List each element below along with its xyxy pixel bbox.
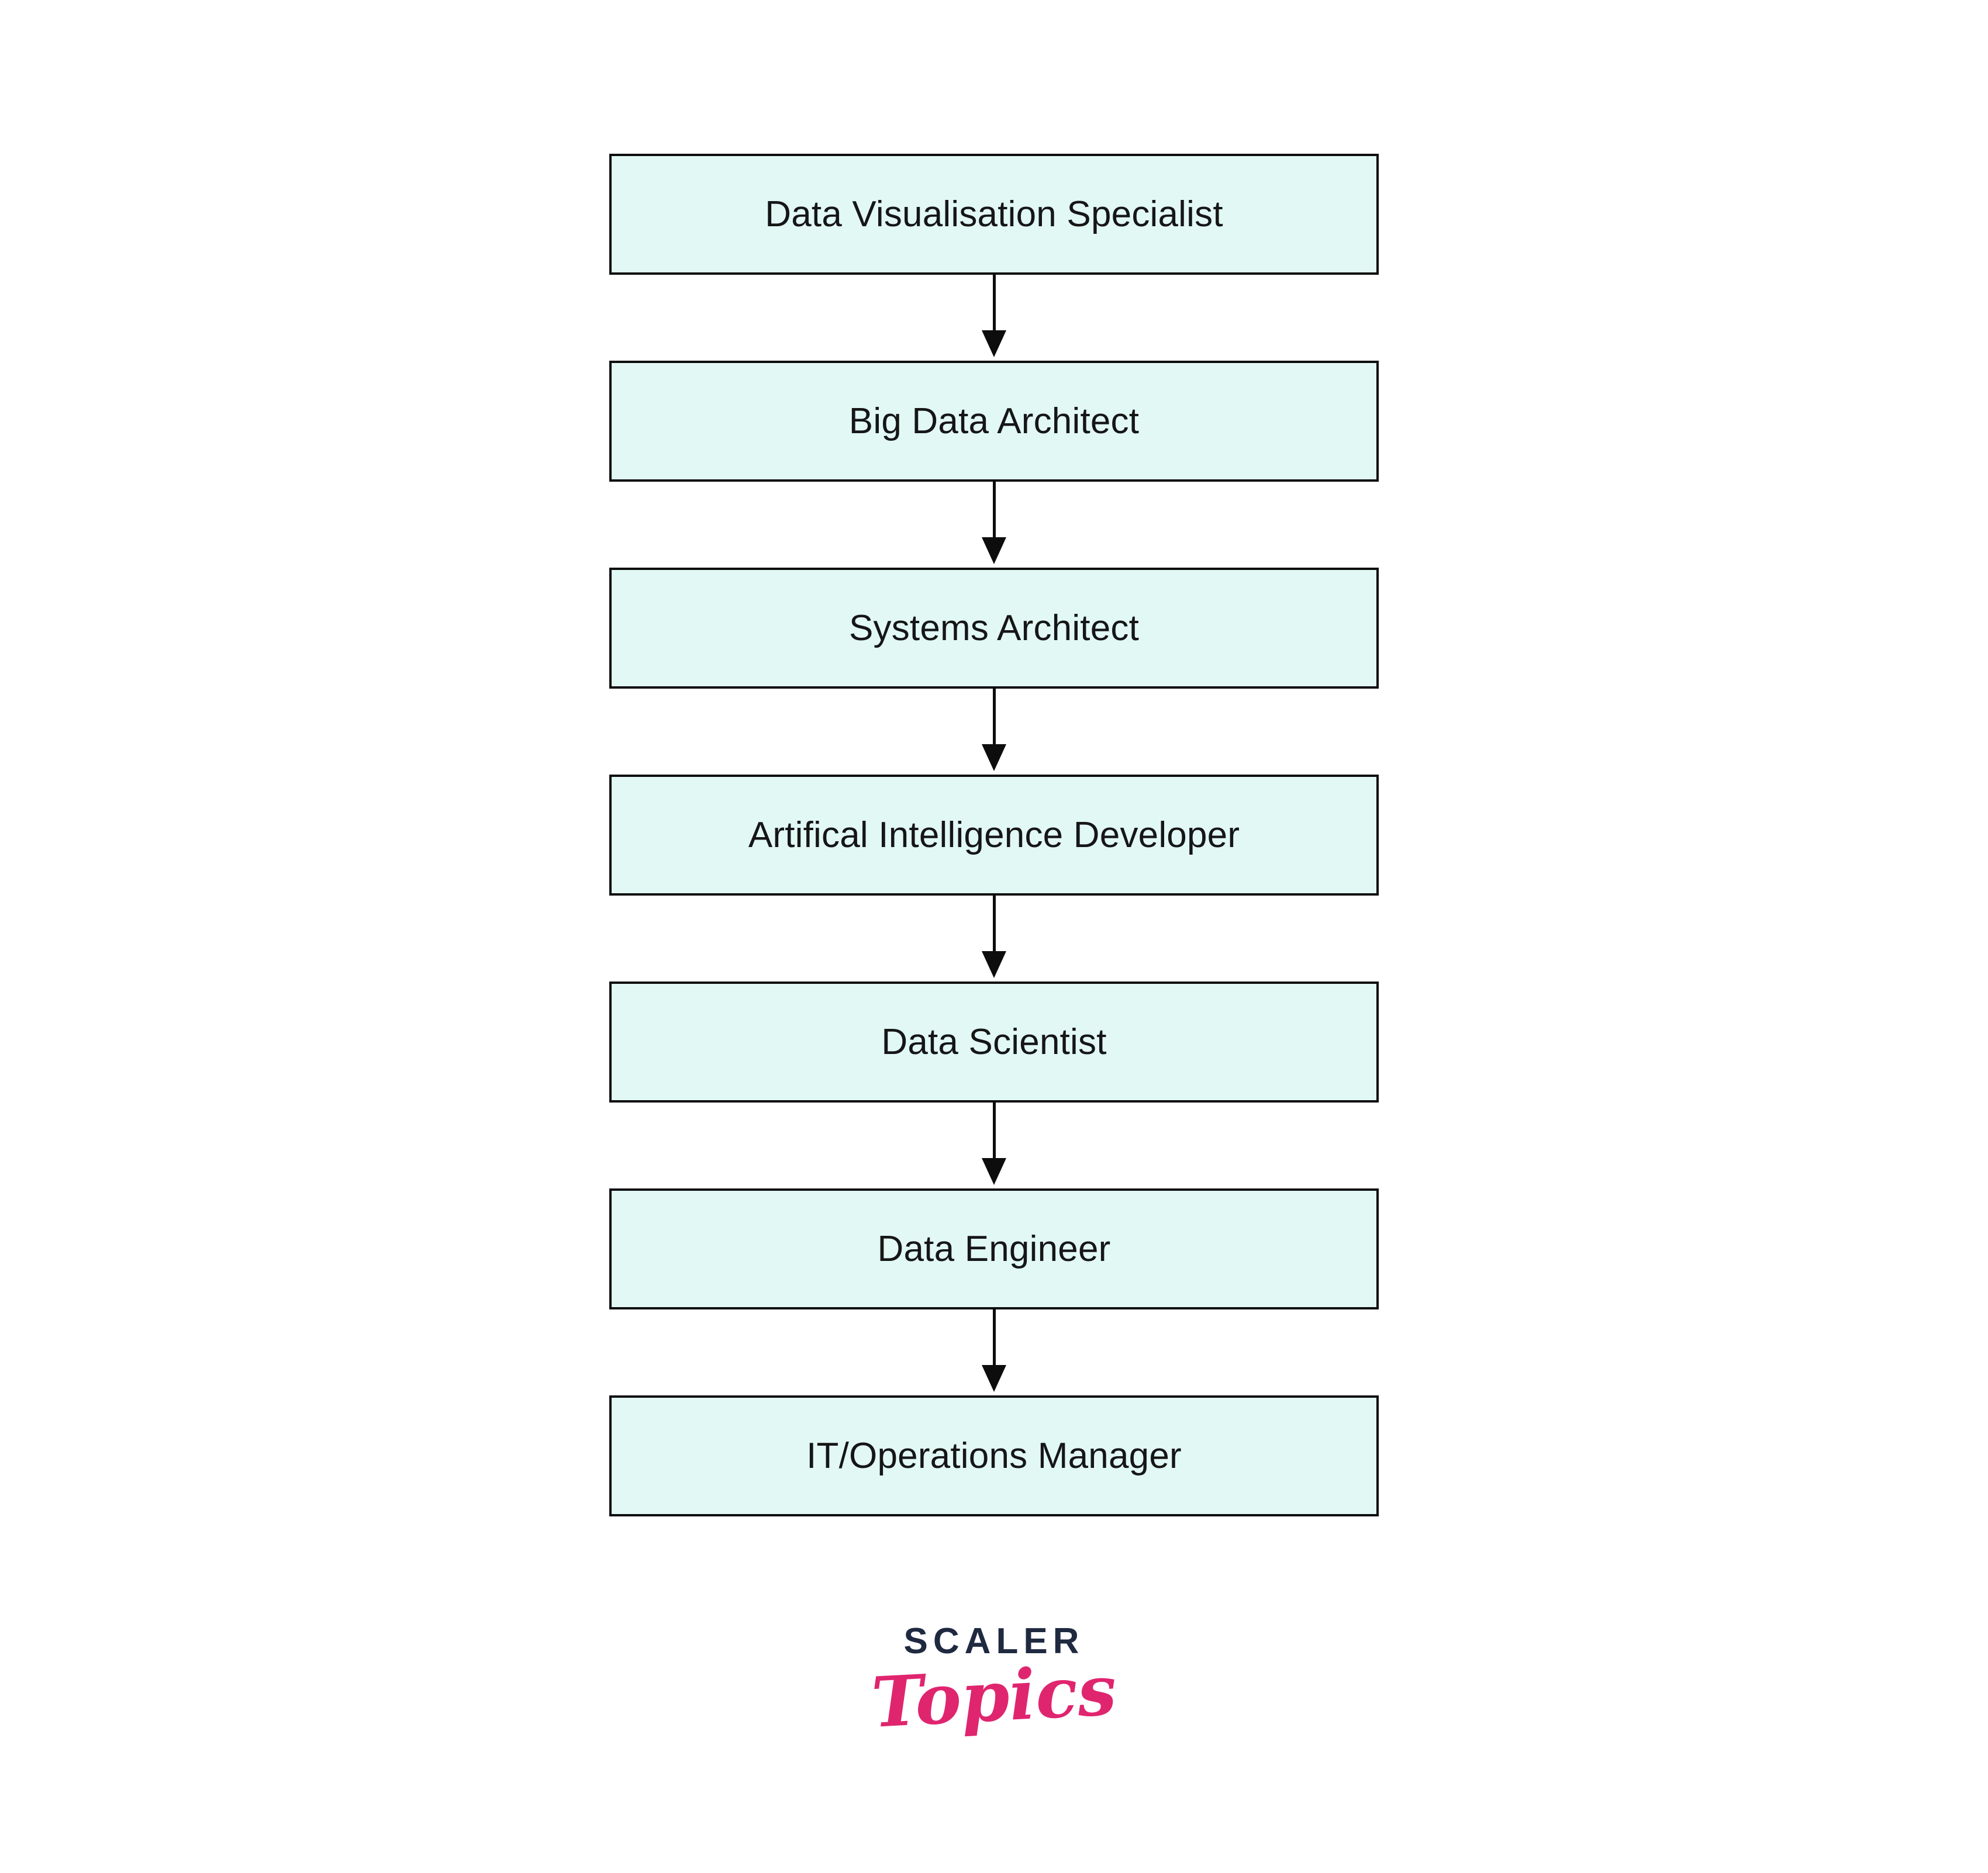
flow-node-it-operations-manager: IT/Operations Manager [609,1395,1379,1516]
node-label: Artifical Intelligence Developer [748,815,1240,855]
flowchart: Data Visualisation Specialist Big Data A… [609,154,1379,1516]
node-label: IT/Operations Manager [806,1436,1182,1476]
node-label: Data Visualisation Specialist [765,194,1223,234]
arrow-head-icon [982,330,1006,357]
flow-node-big-data-architect: Big Data Architect [609,361,1379,482]
arrow-shaft [992,896,996,951]
arrow-shaft [992,275,996,330]
down-arrow-icon [982,1103,1006,1188]
node-label: Big Data Architect [848,401,1140,441]
logo-topics-text: Topics [869,1649,1119,1743]
node-label: Data Engineer [877,1229,1111,1269]
arrow-head-icon [982,1365,1006,1392]
node-label: Data Scientist [881,1022,1107,1062]
logo-scaler-text: SCALER [903,1621,1085,1661]
arrow-shaft [992,1103,996,1158]
arrow-shaft [992,482,996,537]
arrow-head-icon [982,1158,1006,1185]
flow-node-artifical-intelligence-developer: Artifical Intelligence Developer [609,775,1379,896]
flow-node-systems-architect: Systems Architect [609,568,1379,689]
arrow-shaft [992,689,996,744]
node-label: Systems Architect [848,608,1140,648]
arrow-head-icon [982,537,1006,564]
down-arrow-icon [982,896,1006,982]
down-arrow-icon [982,482,1006,568]
flow-node-data-engineer: Data Engineer [609,1188,1379,1309]
down-arrow-icon [982,689,1006,775]
scaler-topics-logo: SCALER Topics [869,1620,1118,1743]
arrow-head-icon [982,744,1006,771]
arrow-head-icon [982,951,1006,978]
flow-node-data-scientist: Data Scientist [609,982,1379,1103]
arrow-shaft [992,1309,996,1365]
down-arrow-icon [982,1309,1006,1395]
down-arrow-icon [982,275,1006,361]
flow-node-data-visualisation-specialist: Data Visualisation Specialist [609,154,1379,275]
